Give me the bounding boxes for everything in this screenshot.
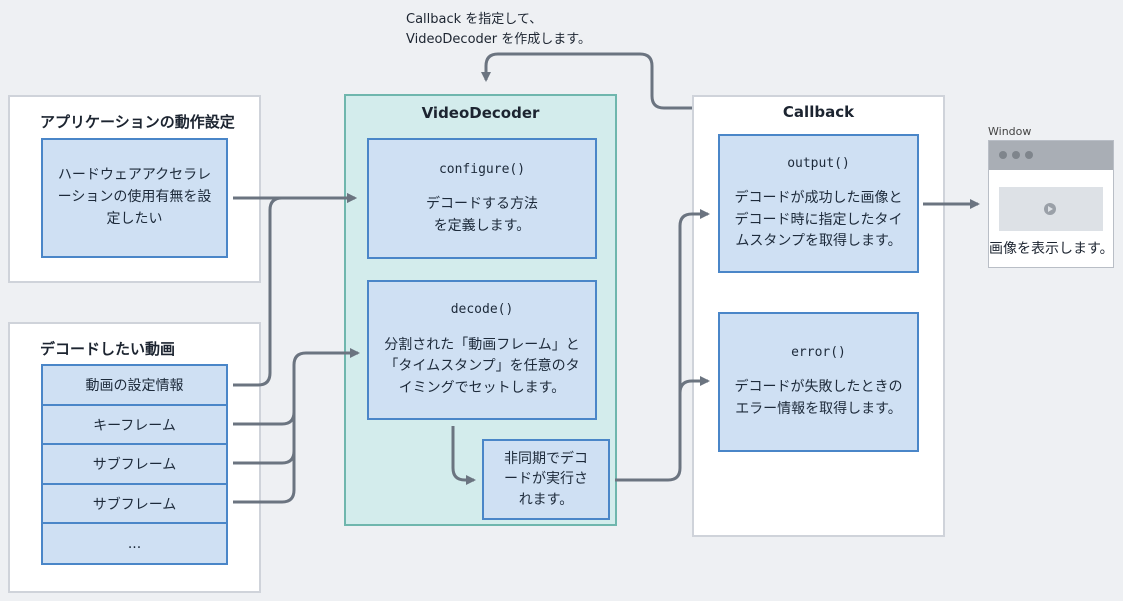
decode-desc: 分割された「動画フレーム」と「タイムスタンプ」を任意のタイミングでセットします。 <box>384 336 580 396</box>
async-to-output-arrow <box>615 209 710 482</box>
window-dot-icon <box>999 151 1007 159</box>
video-title: デコードしたい動画 <box>40 340 176 358</box>
video-row-label: キーフレーム <box>93 417 176 434</box>
configure-box: configure() デコードする方法を定義します。 <box>367 138 597 259</box>
window-caption: 画像を表示します。 <box>989 241 1114 257</box>
video-row: サブフレーム <box>41 443 228 485</box>
window-dot-icon <box>1025 151 1033 159</box>
video-row: 動画の設定情報 <box>41 364 228 406</box>
output-fn: output() <box>787 155 850 171</box>
window-label: Window <box>988 125 1032 138</box>
error-box: error() デコードが失敗したときのエラー情報を取得します。 <box>718 312 919 452</box>
output-desc: デコードが成功した画像とデコード時に指定したタイムスタンプを取得します。 <box>734 190 903 250</box>
error-desc: デコードが失敗したときのエラー情報を取得します。 <box>734 379 903 418</box>
decode-box: decode() 分割された「動画フレーム」と「タイムスタンプ」を任意のタイミン… <box>367 280 597 420</box>
window-titlebar <box>989 141 1113 170</box>
hw-accel-text: ハードウェアアクセラレーションの使用有無を設定したい <box>57 167 212 227</box>
hw-accel-box: ハードウェアアクセラレーションの使用有無を設定したい <box>41 138 228 258</box>
settings-to-configure-arrow <box>233 193 357 387</box>
play-icon <box>1044 203 1056 215</box>
configure-desc: デコードする方法を定義します。 <box>426 195 538 234</box>
video-row: サブフレーム <box>41 483 228 524</box>
async-decode-text: 非同期でデコードが実行されます。 <box>504 451 588 508</box>
create-note-line2: VideoDecoder を作成します。 <box>406 31 591 47</box>
video-thumbnail <box>999 187 1103 231</box>
window-frame <box>988 140 1114 268</box>
video-row-label: サブフレーム <box>92 496 177 513</box>
create-note: Callback を指定して、 VideoDecoder を作成します。 <box>406 10 646 49</box>
video-row-label: ... <box>127 535 142 552</box>
video-row-label: サブフレーム <box>92 457 177 473</box>
video-row: キーフレーム <box>41 404 228 445</box>
app-settings-title: アプリケーションの動作設定 <box>40 113 235 131</box>
video-row: ... <box>41 522 228 565</box>
decode-fn: decode() <box>450 302 514 318</box>
create-note-line1: Callback を指定して、 <box>406 12 543 27</box>
output-box: output() デコードが成功した画像とデコード時に指定したタイムスタンプを取… <box>718 134 919 273</box>
subframe1-to-decode-arrow <box>233 365 296 465</box>
callback-to-decoder-arrow <box>481 52 692 110</box>
decode-to-async-arrow <box>451 426 476 485</box>
window-dot-icon <box>1012 151 1020 159</box>
callback-title: Callback <box>782 103 855 121</box>
error-fn: error() <box>791 345 846 361</box>
video-row-label: 動画の設定情報 <box>85 378 184 394</box>
videodecoder-title: VideoDecoder <box>421 104 540 122</box>
async-decode-box: 非同期でデコードが実行されます。 <box>482 439 610 520</box>
subframe2-to-decode-arrow <box>233 365 296 504</box>
configure-fn: configure() <box>438 161 526 177</box>
async-to-error-arrow <box>678 376 710 394</box>
